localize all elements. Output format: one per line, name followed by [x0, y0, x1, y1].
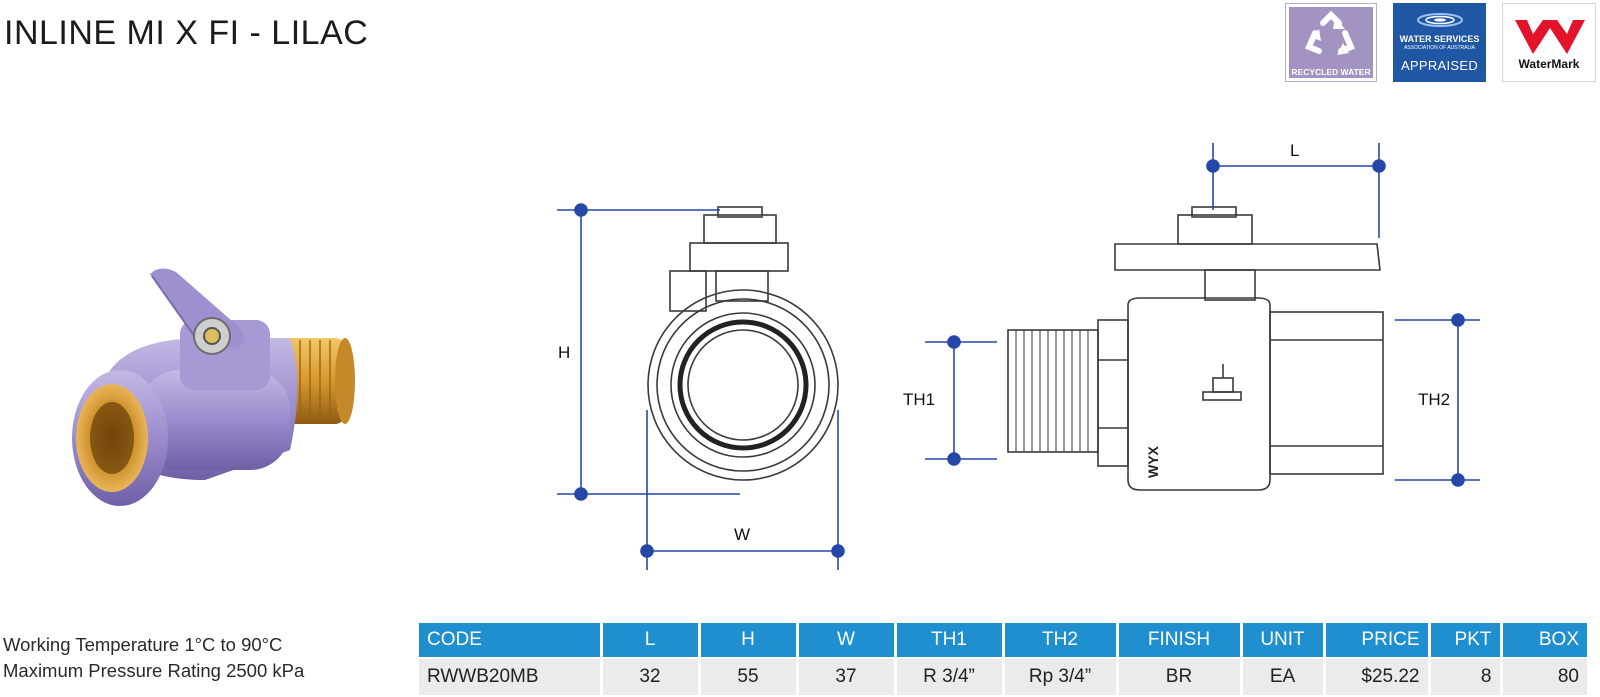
cell-l: 32 — [599, 657, 699, 695]
table-row: RWWB20MB 32 55 37 R 3/4” Rp 3/4” BR EA $… — [419, 657, 1587, 695]
specifications: Working Temperature 1°C to 90°C Maximum … — [3, 632, 304, 684]
watermark-badge: WaterMark — [1502, 3, 1596, 82]
col-header-code: CODE — [419, 623, 601, 658]
engraving-text: WYX — [1145, 445, 1161, 478]
wsaa-appraised: APPRAISED — [1400, 58, 1479, 73]
col-header-th1: TH1 — [893, 623, 1003, 658]
cell-finish: BR — [1115, 657, 1241, 695]
dim-label-th2: TH2 — [1418, 390, 1450, 409]
recycle-icon — [1305, 10, 1355, 55]
product-photo — [72, 268, 355, 506]
cell-box: 80 — [1499, 657, 1587, 695]
col-header-th2: TH2 — [1001, 623, 1117, 658]
valve-handle — [150, 268, 245, 355]
col-header-h: H — [697, 623, 797, 658]
watermark-w-icon — [1515, 20, 1585, 54]
recycled-water-badge: RECYCLED WATER — [1285, 3, 1377, 82]
col-header-box: BOX — [1499, 623, 1587, 658]
cell-code: RWWB20MB — [419, 657, 601, 695]
wsaa-appraised-badge: WATER SERVICES ASSOCIATION OF AUSTRALIA … — [1393, 3, 1486, 82]
working-temperature: Working Temperature 1°C to 90°C — [3, 634, 283, 655]
dim-label-th1: TH1 — [903, 390, 935, 409]
cell-w: 37 — [795, 657, 895, 695]
table-header-row: CODE L H W TH1 TH2 FINISH UNIT PRICE PKT… — [419, 623, 1587, 658]
recycled-water-caption: RECYCLED WATER — [1289, 66, 1373, 78]
wsaa-line1: WATER SERVICES — [1399, 34, 1480, 44]
dim-label-w: W — [734, 525, 750, 544]
page-title: INLINE MI X FI - LILAC — [4, 14, 369, 52]
watermark-label: WaterMark — [1518, 57, 1580, 71]
col-header-w: W — [795, 623, 895, 658]
cell-th2: Rp 3/4” — [1001, 657, 1117, 695]
col-header-finish: FINISH — [1115, 623, 1241, 658]
cell-h: 55 — [697, 657, 797, 695]
dim-label-h: H — [558, 343, 570, 362]
female-thread-end — [72, 370, 168, 506]
col-header-unit: UNIT — [1239, 623, 1324, 658]
dim-label-l: L — [1290, 141, 1299, 160]
col-header-price: PRICE — [1322, 623, 1429, 658]
wsaa-logo-icon — [1417, 13, 1463, 27]
max-pressure: Maximum Pressure Rating 2500 kPa — [3, 660, 305, 681]
wsaa-line2: ASSOCIATION OF AUSTRALIA — [1403, 45, 1476, 51]
cell-th1: R 3/4” — [893, 657, 1003, 695]
cell-price: $25.22 — [1322, 657, 1429, 695]
front-view-outline — [1007, 206, 1384, 491]
product-table: CODE L H W TH1 TH2 FINISH UNIT PRICE PKT… — [419, 623, 1587, 695]
col-header-l: L — [599, 623, 699, 658]
side-view-outline — [647, 206, 839, 481]
col-header-pkt: PKT — [1427, 623, 1501, 658]
cell-pkt: 8 — [1427, 657, 1501, 695]
dimension-lines — [557, 143, 1480, 570]
cell-unit: EA — [1239, 657, 1324, 695]
